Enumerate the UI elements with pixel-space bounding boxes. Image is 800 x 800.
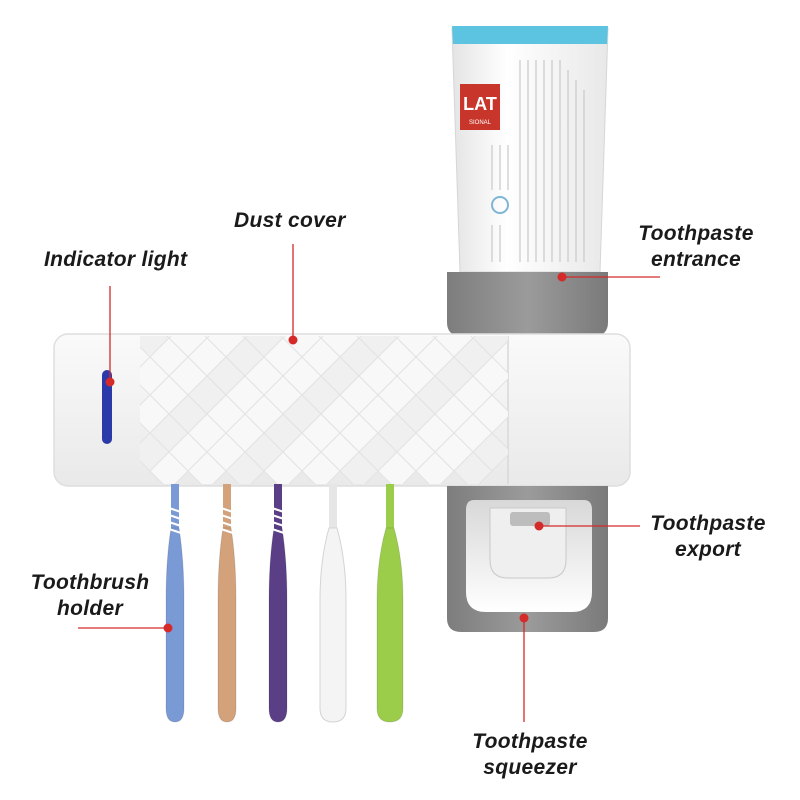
toothbrush-handle (376, 527, 404, 723)
toothbrush-neck (171, 484, 179, 530)
dust-cover-pattern (140, 336, 508, 484)
toothbrush-grip-rib (220, 514, 234, 520)
dust-cover-diamond (225, 451, 265, 484)
toothbrush-grip-rib (168, 507, 182, 513)
tube-brand-patch (460, 84, 500, 130)
dust-cover-diamond (415, 451, 455, 484)
toothpaste-export-nozzle (510, 512, 550, 526)
label-indicator-light: Indicator light (44, 248, 188, 271)
callout-dot-toothpaste-squeezer (519, 613, 529, 623)
toothbrush-grip-rib (168, 528, 182, 534)
toothbrush-grip-rib (168, 514, 182, 520)
callout-dot-indicator-light (105, 377, 115, 387)
toothbrush-handle (165, 527, 185, 723)
indicator-light-bar (102, 370, 112, 444)
label-toothpaste-entrance: Toothpaste entrance (638, 222, 754, 271)
toothbrush-handle (268, 527, 288, 723)
toothbrush-grip-rib (220, 528, 234, 534)
callout-dot-dust-cover (288, 335, 298, 345)
callout-dot-toothpaste-entrance (557, 272, 567, 282)
toothbrush-grip-rib (271, 514, 285, 520)
toothbrush-grip-rib (168, 521, 182, 527)
dust-cover-diamond (149, 451, 189, 484)
label-toothbrush-holder: Toothbrush holder (30, 571, 150, 620)
toothbrush-3 (268, 484, 288, 723)
label-toothpaste-export: Toothpaste export (650, 512, 766, 561)
tube-brand-subtext: SIONAL (469, 120, 492, 126)
toothpaste-squeezer (447, 486, 608, 632)
callout-dot-toothpaste-export (534, 521, 544, 531)
toothbrush-2 (217, 484, 237, 723)
dust-cover-diamond (339, 451, 379, 484)
toothpaste-tube: LAT SIONAL (451, 26, 609, 273)
holder-body (53, 333, 631, 487)
toothbrush-grip-rib (220, 507, 234, 513)
callout-dot-toothbrush-holder (163, 623, 173, 633)
dust-cover-diamond (187, 451, 227, 484)
toothbrush-neck (223, 484, 231, 530)
toothbrush-grip-rib (271, 507, 285, 513)
callouts (78, 244, 660, 722)
dust-cover-diamond (377, 451, 417, 484)
dust-cover-diamond (301, 451, 341, 484)
tube-brand-text: LAT (463, 94, 497, 114)
dust-cover-diamond (453, 451, 493, 484)
toothbrush-grip-rib (271, 528, 285, 534)
toothbrush-4 (319, 484, 347, 723)
toothbrush-5 (376, 484, 404, 723)
dust-cover-diamond (263, 451, 303, 484)
toothpaste-entrance-collar (447, 272, 608, 336)
toothbrush-neck (329, 484, 337, 530)
toothbrush-neck (274, 484, 282, 530)
toothbrush-grip-rib (220, 521, 234, 527)
label-dust-cover: Dust cover (234, 209, 346, 232)
tube-fine-print (491, 60, 585, 262)
label-toothpaste-squeezer: Toothpaste squeezer (472, 730, 588, 779)
toothbrush-handle (217, 527, 237, 723)
toothbrush-grip-rib (271, 521, 285, 527)
tube-logo-icon (491, 196, 509, 214)
toothbrush-neck (386, 484, 394, 530)
toothbrush-handle (319, 527, 347, 723)
toothbrushes (165, 484, 404, 723)
toothbrush-1 (165, 484, 185, 723)
